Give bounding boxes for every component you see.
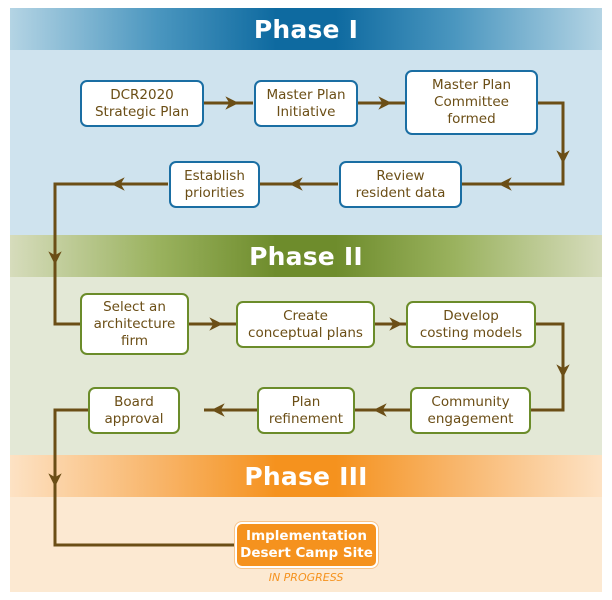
step-create-conceptual-plans: Create conceptual plans — [236, 301, 375, 348]
step-master-plan-initiative: Master Plan Initiative — [254, 80, 358, 127]
step-dcr2020-strategic-plan: DCR2020 Strategic Plan — [80, 80, 204, 127]
step-community-engagement: Community engagement — [410, 387, 531, 434]
step-review-resident-data: Review resident data — [339, 161, 462, 208]
phase-1-header: Phase I — [10, 8, 602, 50]
phase-2-title: Phase II — [249, 241, 363, 271]
phase-3-title: Phase III — [244, 461, 368, 491]
step-implementation-desert-camp: Implementation Desert Camp Site — [235, 522, 378, 568]
phase-3-header: Phase III — [10, 455, 602, 497]
step-develop-costing-models: Develop costing models — [406, 301, 536, 348]
phase-2-header: Phase II — [10, 235, 602, 277]
step-establish-priorities: Establish priorities — [169, 161, 260, 208]
step-committee-formed: Master Plan Committee formed — [405, 70, 538, 135]
phase-1-title: Phase I — [253, 14, 359, 44]
step-board-approval: Board approval — [88, 387, 180, 434]
status-in-progress: IN PROGRESS — [268, 571, 344, 584]
step-select-architecture-firm: Select an architecture firm — [80, 293, 189, 355]
step-plan-refinement: Plan refinement — [257, 387, 355, 434]
